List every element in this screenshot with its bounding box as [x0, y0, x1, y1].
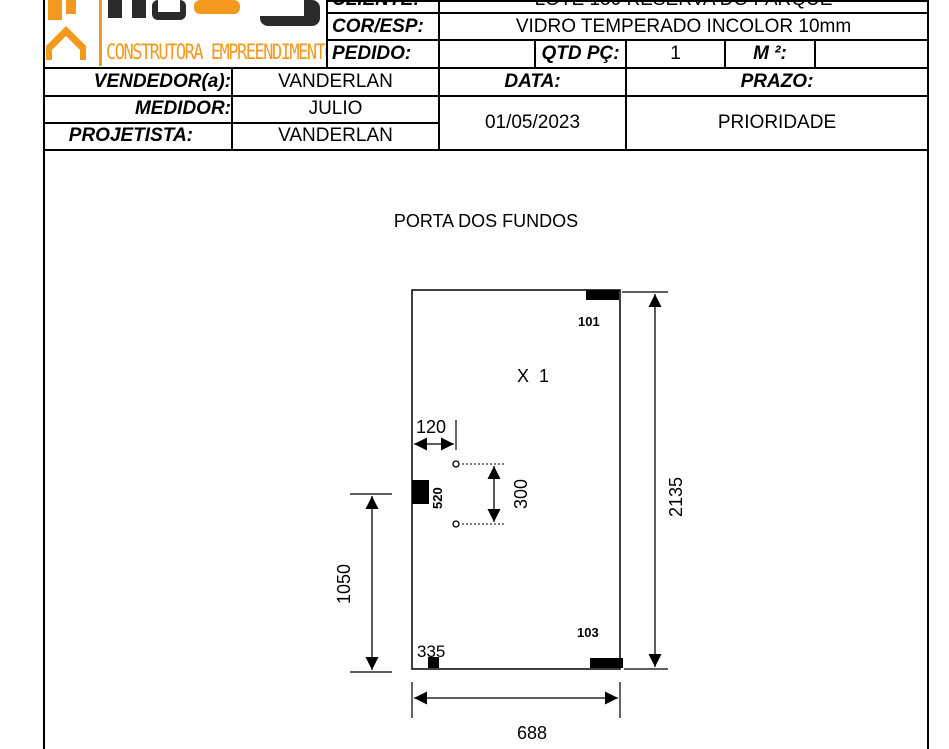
hardware-103-label: 103 — [577, 625, 599, 640]
vendedor-label: VENDEDOR(a): — [93, 70, 231, 92]
dim-height-label: 2135 — [666, 476, 686, 517]
hinge-101-block — [586, 290, 619, 300]
vendedor-value: VANDERLAN — [278, 70, 393, 92]
glass-panel — [411, 289, 621, 670]
hole-top-icon — [452, 460, 460, 468]
projetista-value: VANDERLAN — [278, 125, 393, 146]
pedido-label: PEDIDO: — [332, 42, 412, 64]
prazo-label: PRAZO: — [740, 70, 814, 92]
m2-label: M ²: — [753, 42, 787, 64]
dim-width-label: 688 — [517, 723, 548, 743]
logo-company-text: CONSTRUTORA EMPREENDIMENTOS — [106, 40, 326, 65]
projetista-label: PROJETISTA: — [68, 125, 193, 146]
logo: CONSTRUTORA EMPREENDIMENTOS — [44, 0, 326, 67]
medidor-value: JULIO — [308, 98, 363, 119]
prazo-value: PRIORIDADE — [717, 111, 837, 133]
data-label: DATA: — [504, 70, 561, 92]
qtd-value: 1 — [670, 42, 681, 64]
logo-graphic — [46, 0, 320, 66]
qtd-label: QTD PÇ: — [541, 42, 620, 64]
hardware-335-label: 335 — [417, 642, 446, 661]
hole-bottom-icon — [452, 520, 460, 528]
data-value: 01/05/2023 — [484, 111, 581, 133]
drawing-title: PORTA DOS FUNDOS — [393, 210, 579, 231]
medidor-label: MEDIDOR: — [134, 98, 231, 119]
cor-value: VIDRO TEMPERADO INCOLOR 10mm — [515, 15, 852, 37]
lock-520-block — [412, 480, 429, 504]
dim-handle-height-label: 1050 — [334, 563, 354, 604]
hardware-101-label: 101 — [578, 314, 600, 329]
hinge-103-block — [590, 658, 623, 668]
dim-hole-offset-label: 120 — [416, 417, 447, 437]
dim-hole-spacing-label: 300 — [511, 478, 531, 509]
cliente-label: CLIENTE: — [328, 0, 442, 13]
cliente-value: LOTE 150 RESERVA DO PARQUE — [440, 0, 927, 13]
cor-label: COR/ESP: — [332, 15, 424, 37]
hardware-520-label: 520 — [430, 487, 445, 509]
quantity-mark: X 1 — [517, 366, 550, 386]
pivot-335-block — [428, 657, 439, 668]
